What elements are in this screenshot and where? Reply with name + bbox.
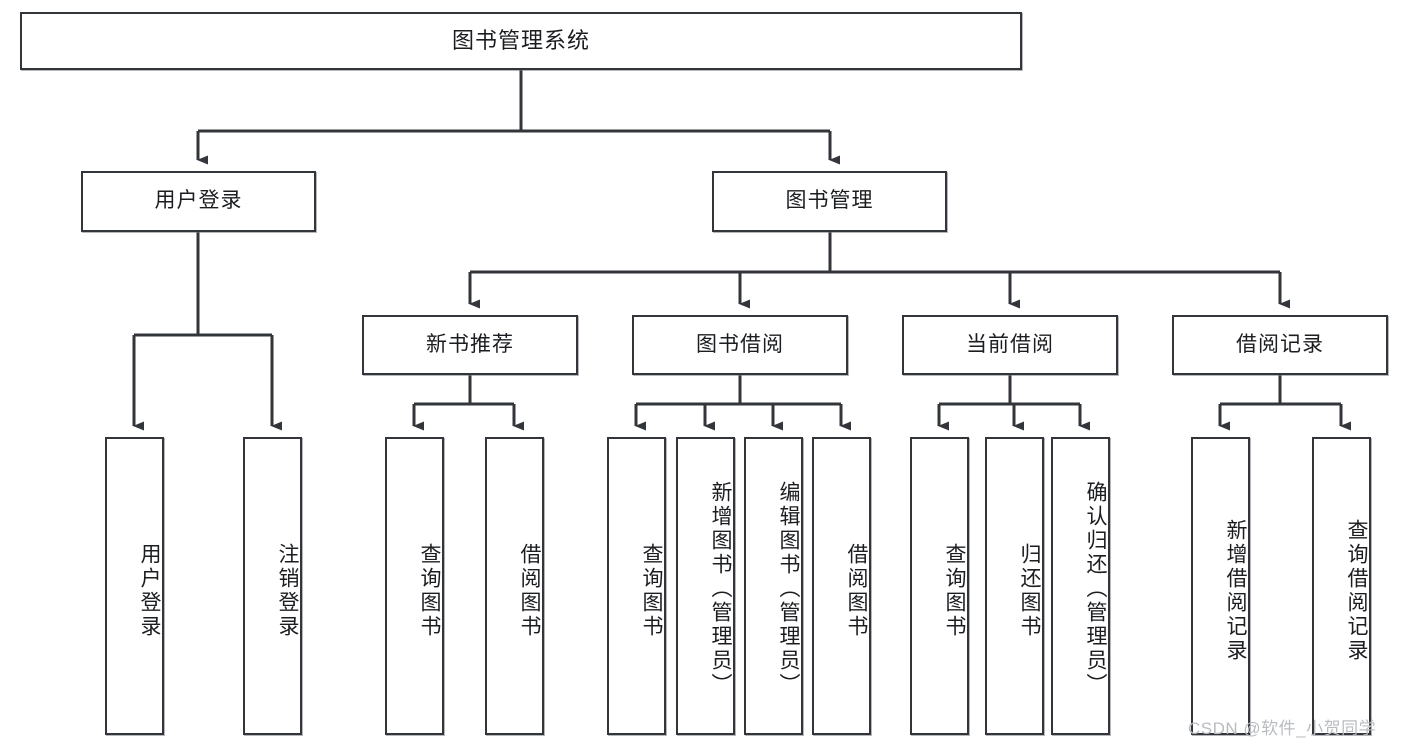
leaf-user-logout[interactable]: 注销登录: [243, 437, 302, 735]
leaf-user-login[interactable]: 用户登录: [105, 437, 164, 735]
node-book-management[interactable]: 图书管理: [712, 171, 947, 232]
leaf-query-books-borrow[interactable]: 查询图书: [607, 437, 666, 735]
watermark: CSDN @软件_小贺同学: [1188, 719, 1377, 738]
node-root[interactable]: 图书管理系统: [20, 12, 1022, 70]
leaf-add-borrow-record[interactable]: 新增借阅记录: [1191, 437, 1250, 735]
node-user-login[interactable]: 用户登录: [81, 171, 316, 232]
leaf-query-books-current[interactable]: 查询图书: [910, 437, 969, 735]
leaf-borrow-books[interactable]: 借阅图书: [812, 437, 871, 735]
leaf-edit-book-admin[interactable]: 编辑图书（管理员）: [744, 437, 803, 735]
node-current-borrow[interactable]: 当前借阅: [902, 315, 1118, 375]
leaf-query-books-new[interactable]: 查询图书: [385, 437, 444, 735]
node-borrow-records[interactable]: 借阅记录: [1172, 315, 1388, 375]
leaf-return-books[interactable]: 归还图书: [985, 437, 1044, 735]
node-book-borrow[interactable]: 图书借阅: [632, 315, 848, 375]
node-new-book-recommend[interactable]: 新书推荐: [362, 315, 578, 375]
leaf-borrow-books-new[interactable]: 借阅图书: [485, 437, 544, 735]
leaf-confirm-return-admin[interactable]: 确认归还（管理员）: [1051, 437, 1110, 735]
leaf-add-book-admin[interactable]: 新增图书（管理员）: [676, 437, 735, 735]
leaf-query-borrow-record[interactable]: 查询借阅记录: [1312, 437, 1371, 735]
